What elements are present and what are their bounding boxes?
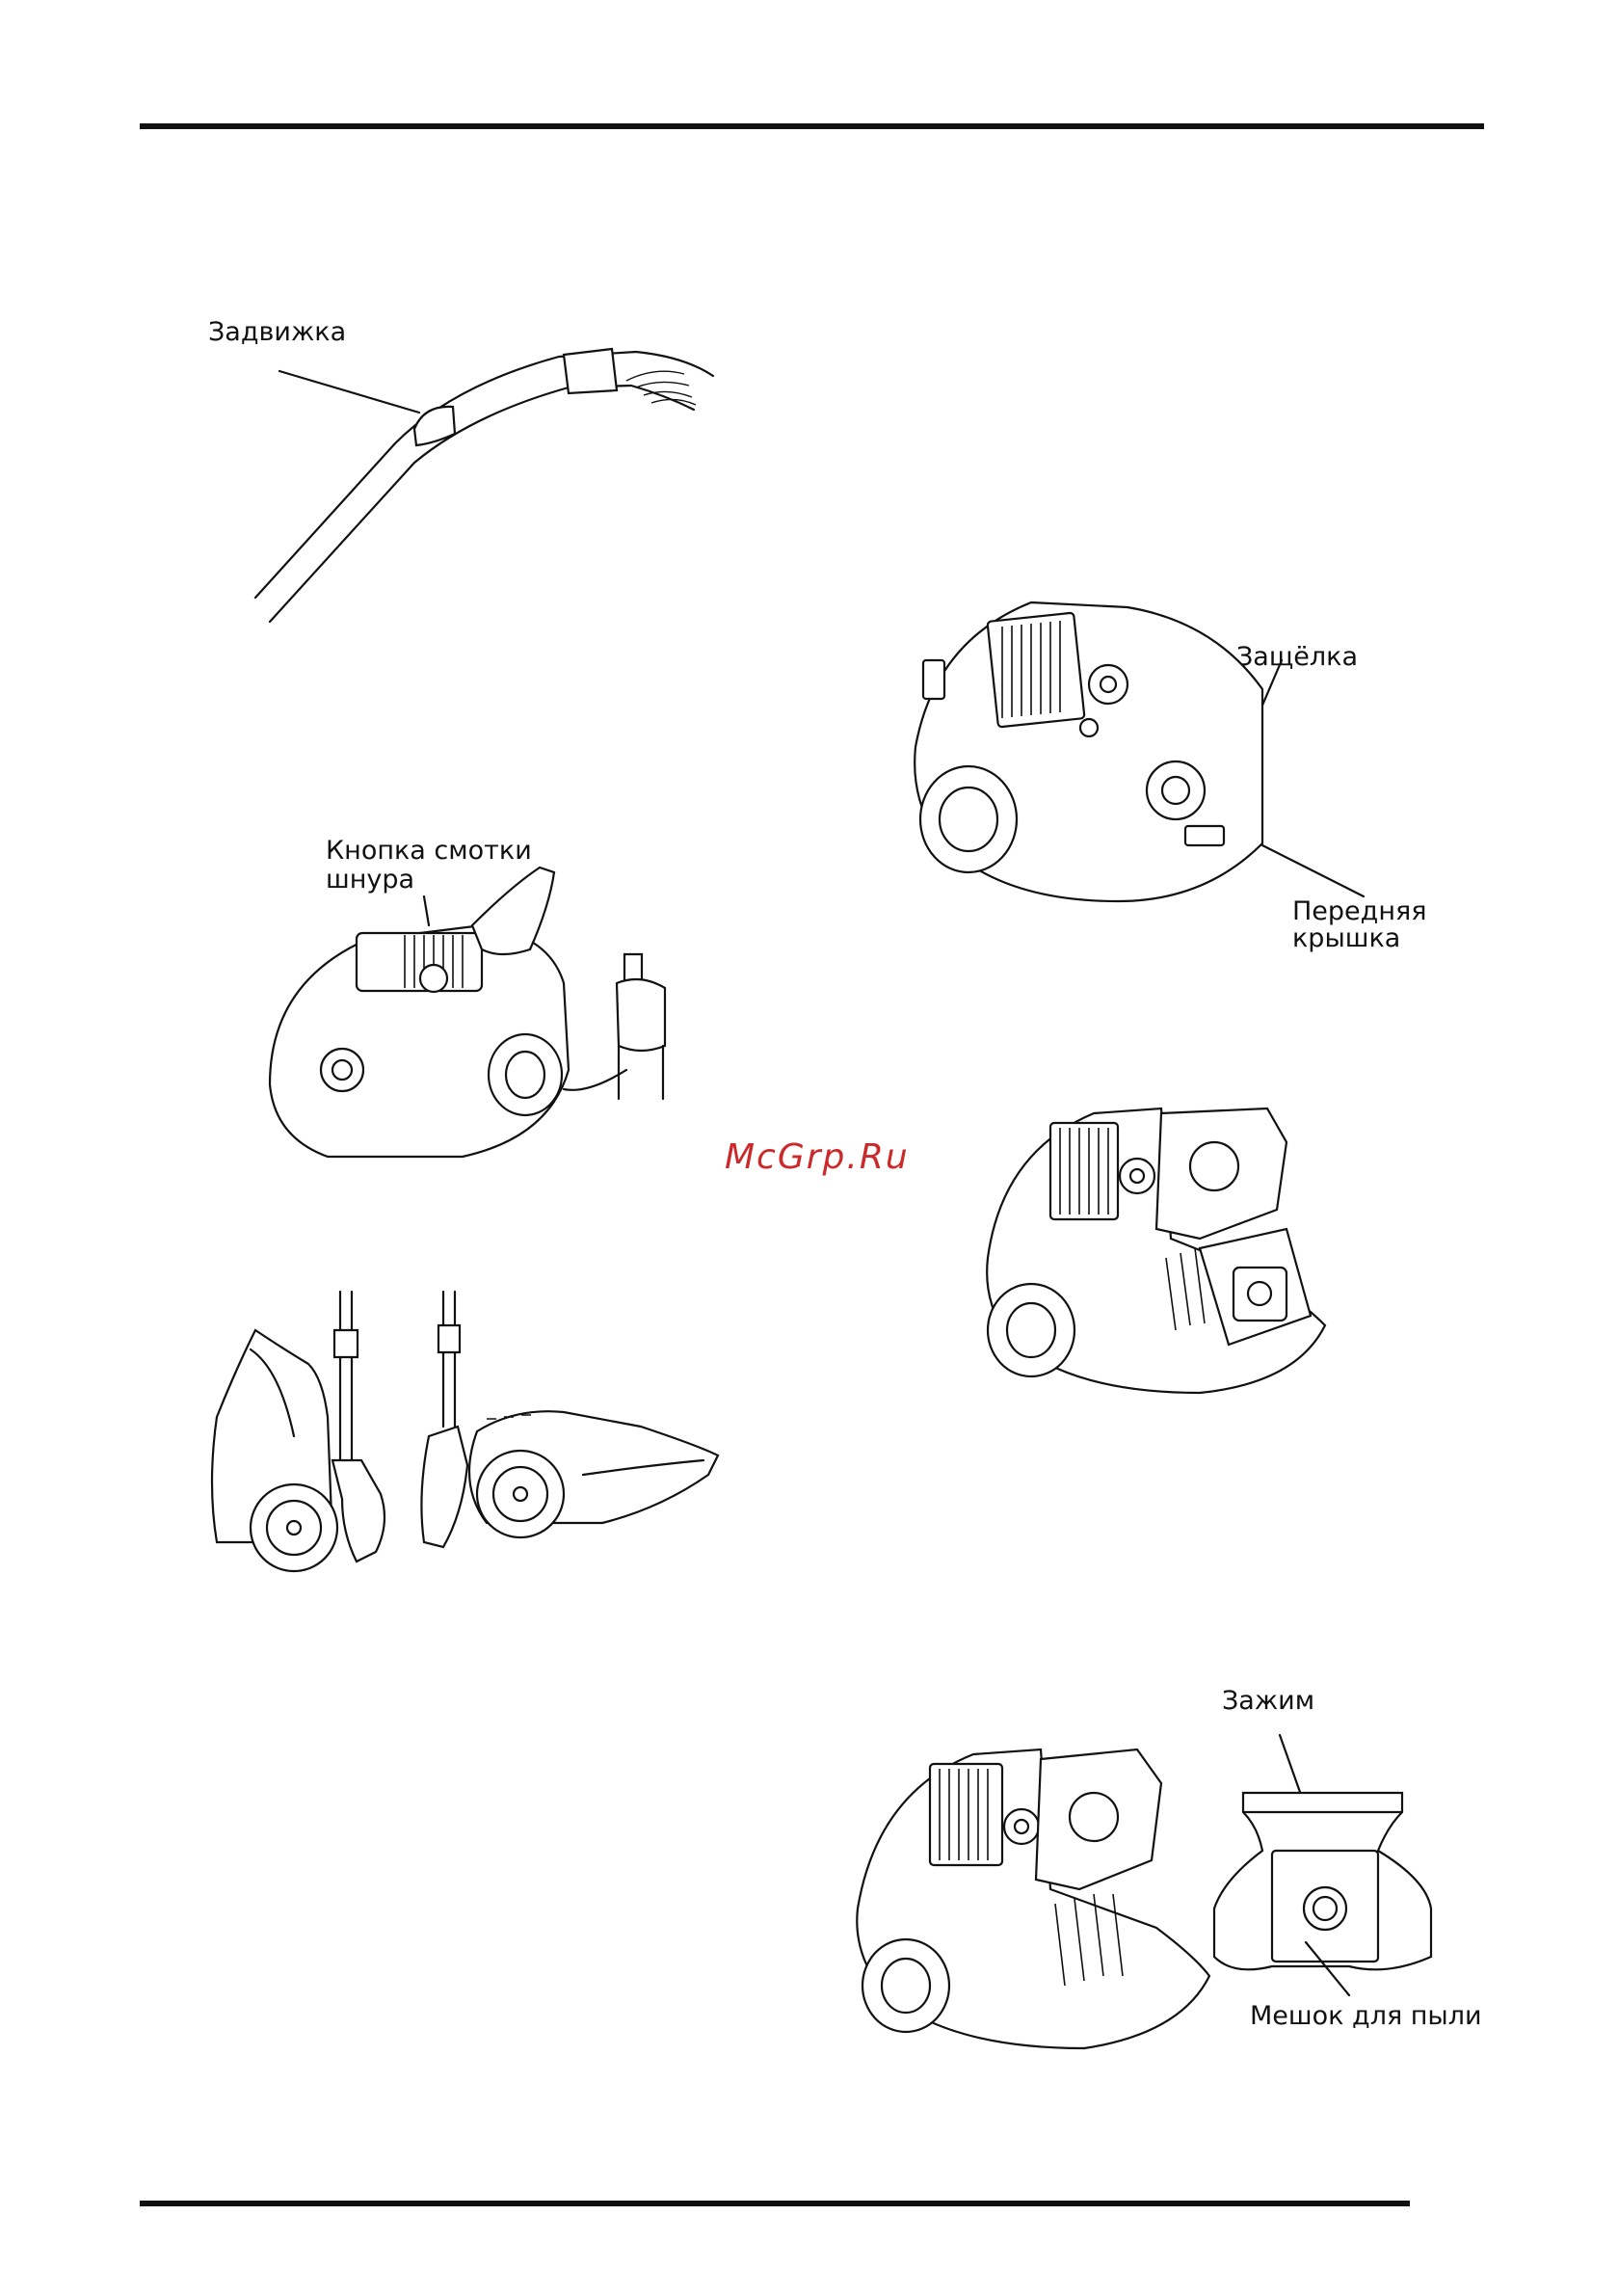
open-cover-illustration [978, 1094, 1344, 1402]
bottom-rule [140, 2201, 1410, 2206]
dust-bag-replacement-illustration [848, 1735, 1484, 2063]
lock-front-cover-illustration [896, 593, 1397, 911]
clip-label: Зажим [1222, 1687, 1314, 1716]
hose-handle-illustration [231, 328, 732, 627]
cord-rewind-illustration [260, 848, 684, 1176]
side-view-parking-illustration [198, 1292, 732, 1581]
top-rule [140, 123, 1484, 129]
watermark: McGrp.Ru [725, 1137, 910, 1177]
